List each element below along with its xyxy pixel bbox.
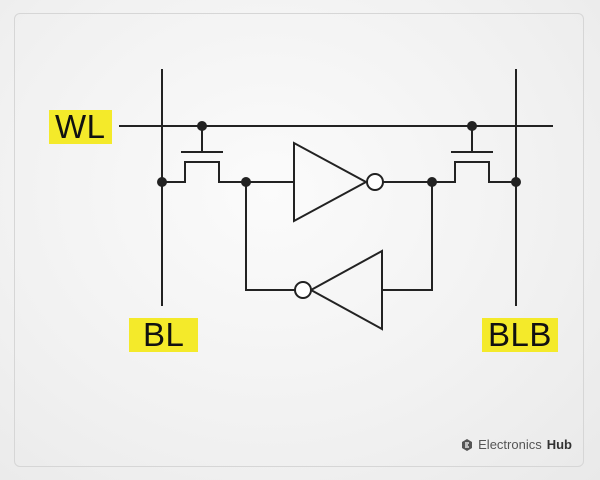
brand-watermark: Electronics Hub [461, 437, 572, 452]
node-wl-left [197, 121, 207, 131]
node-bl [157, 177, 167, 187]
brand-name-bold: Hub [546, 437, 572, 452]
node-qb [427, 177, 437, 187]
electronics-hub-logo-icon [462, 438, 473, 451]
left-access-transistor [161, 125, 247, 183]
node-blb [511, 177, 521, 187]
node-wl-right [467, 121, 477, 131]
inverter-bottom [245, 181, 433, 331]
bl-label: BL [129, 318, 199, 352]
brand-name: Electronics [478, 437, 542, 452]
node-q [241, 177, 251, 187]
diagram-card [14, 13, 584, 467]
inverter-top [245, 141, 433, 223]
blb-label: BLB [482, 318, 558, 352]
right-access-transistor [431, 125, 517, 183]
wl-label: WL [49, 110, 112, 144]
